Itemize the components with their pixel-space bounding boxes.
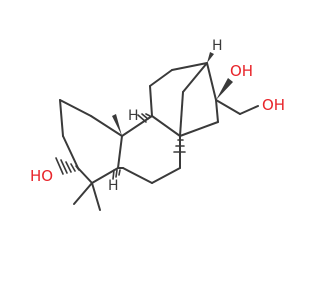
h-wedge-top — [207, 52, 214, 63]
bond — [171, 62, 208, 71]
structure-canvas: OH OH HO H H H — [30, 38, 285, 211]
ho-left-label: HO — [30, 167, 53, 185]
bond — [122, 167, 153, 184]
bond — [151, 167, 181, 184]
bond — [179, 121, 219, 137]
bond — [179, 91, 184, 137]
hashed-bond-c8 — [173, 139, 186, 153]
h-ring-label: H — [128, 108, 139, 124]
bond — [62, 135, 79, 169]
bond — [149, 69, 173, 87]
ring-b — [117, 115, 181, 184]
bond — [90, 115, 123, 137]
hashed-bond-h-ring — [137, 113, 151, 123]
gem-dimethyl — [73, 182, 101, 211]
bond — [215, 99, 219, 123]
hashed-bond-h-bottom — [112, 169, 121, 180]
bond — [73, 182, 93, 205]
h-top-label: H — [212, 38, 223, 54]
h-bottom-label: H — [108, 178, 119, 194]
oh-wedge — [216, 78, 233, 100]
bond — [149, 85, 153, 117]
ring-c — [149, 62, 219, 137]
bond — [206, 62, 217, 101]
bond — [59, 99, 92, 117]
oh-side-label: OH — [262, 96, 285, 114]
bond — [77, 167, 93, 184]
bond — [91, 182, 101, 211]
bond — [59, 99, 64, 137]
ring-a — [59, 99, 123, 184]
oh-top-label: OH — [230, 62, 253, 80]
bond — [182, 62, 208, 93]
skeletal-formula: OH OH HO H H H — [30, 38, 285, 211]
methyl-wedge — [112, 114, 122, 136]
bond — [215, 99, 241, 115]
hydroxymethyl — [215, 99, 259, 115]
bond — [151, 115, 181, 137]
bond — [239, 105, 259, 115]
bond — [117, 135, 123, 169]
hashed-bond-oh — [55, 157, 80, 175]
bond — [121, 115, 153, 137]
